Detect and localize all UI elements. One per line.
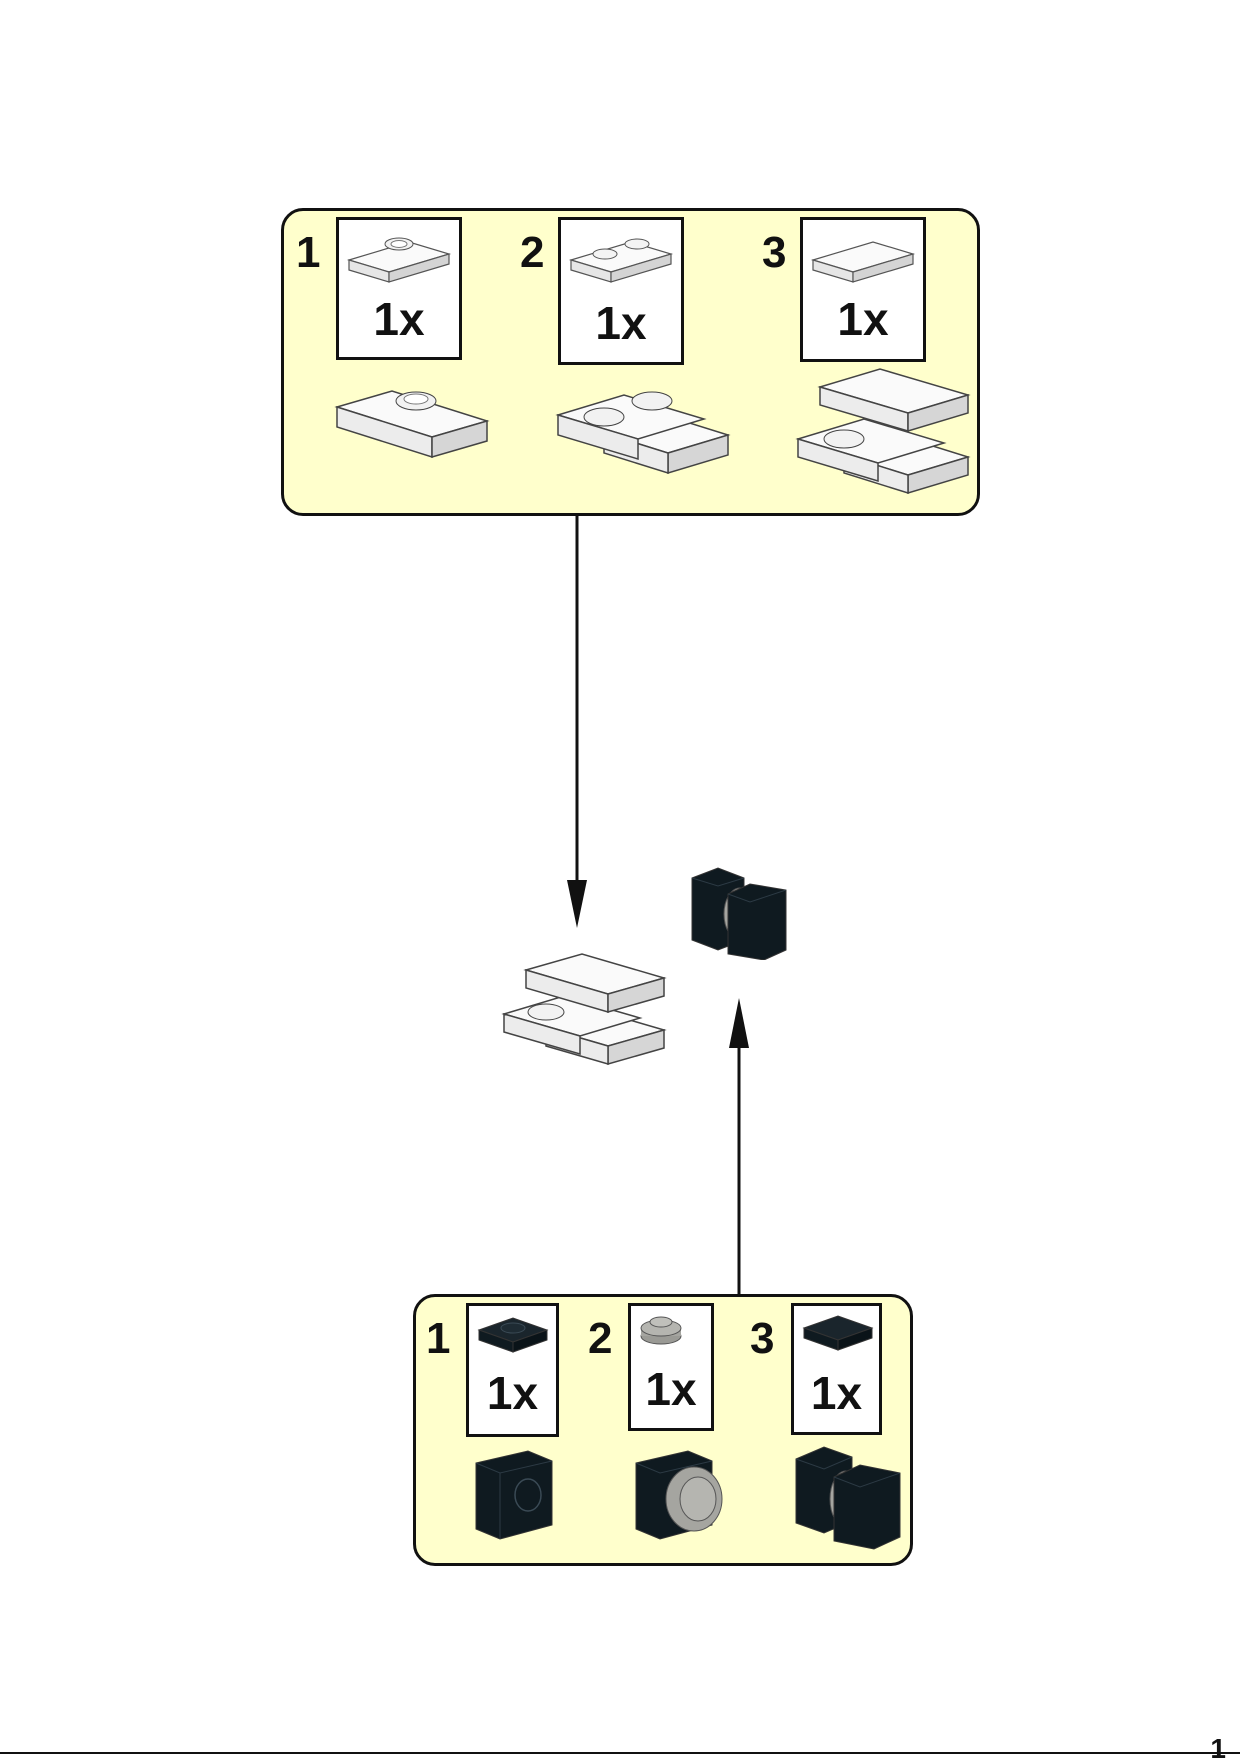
- step-number: 2: [520, 228, 545, 277]
- page-bottom-rule: [0, 1752, 1240, 1754]
- black-submodel-assembly: [691, 867, 787, 960]
- jumper-plate-icon: [346, 237, 452, 283]
- quantity-label: 1x: [645, 1363, 697, 1415]
- arrowhead-up: [729, 998, 749, 1048]
- top-submodel-panel: 1 1x 2 1x: [281, 208, 980, 516]
- page-number: 1: [1210, 1733, 1226, 1764]
- step-number: 3: [762, 228, 787, 277]
- step-3-assembly: [795, 1446, 901, 1550]
- step-2-assembly: [555, 391, 731, 475]
- step-2-assembly: [635, 1450, 723, 1540]
- quantity-label: 1x: [486, 1367, 539, 1419]
- white-submodel-assembly: [501, 953, 667, 1065]
- tile-1x2-icon: [810, 241, 916, 283]
- parts-callout: 1x: [466, 1303, 559, 1437]
- quantity-label: 1x: [595, 297, 647, 349]
- quantity-label: 1x: [810, 1367, 863, 1419]
- black-tile-icon: [802, 1315, 874, 1351]
- parts-callout: 1x: [800, 217, 926, 362]
- step-3-assembly: [795, 368, 971, 495]
- parts-callout: 1x: [628, 1303, 714, 1431]
- arrowhead-down: [567, 880, 587, 928]
- quantity-label: 1x: [373, 293, 425, 345]
- plate-1x2-icon: [568, 238, 674, 283]
- parts-callout: 1x: [791, 1303, 882, 1435]
- parts-callout: 1x: [336, 217, 462, 360]
- step-number: 1: [426, 1314, 451, 1363]
- quantity-label: 1x: [837, 293, 889, 345]
- black-plate-icon: [477, 1317, 549, 1353]
- step-number: 3: [750, 1314, 775, 1363]
- step-number: 1: [296, 228, 321, 277]
- step-number: 2: [588, 1314, 613, 1363]
- gray-round-plate-icon: [640, 1316, 682, 1345]
- step-1-assembly: [334, 390, 490, 459]
- step-1-assembly: [475, 1450, 553, 1540]
- parts-callout: 1x: [558, 217, 684, 365]
- bottom-submodel-panel: 1 1x 2 1x 3: [413, 1294, 913, 1566]
